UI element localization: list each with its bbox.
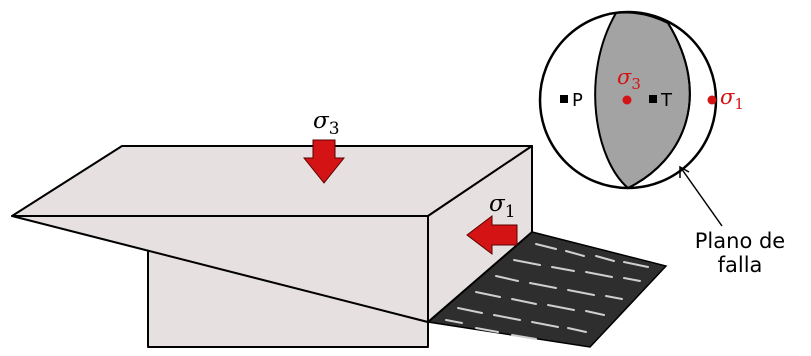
- fault-plane-callout: Plano de falla: [679, 165, 785, 277]
- sigma1-arrow: σ1: [466, 191, 518, 256]
- beachball-sigma3-label: σ3: [617, 65, 641, 93]
- ground-surface: [426, 231, 668, 348]
- fault-plane-arc: [627, 22, 691, 189]
- sigma3-symbol: σ: [313, 108, 330, 134]
- sigma3-down-arrow: [302, 139, 346, 184]
- upper-block: [11, 145, 533, 323]
- leader-arrowhead: [679, 165, 690, 178]
- t-axis-label: T: [660, 90, 673, 111]
- beachball-sigma1-label: σ1: [720, 85, 744, 113]
- sigma3-point: [622, 95, 632, 105]
- sigma1-label: σ1: [489, 191, 516, 222]
- fault-plane-label-line2: falla: [718, 253, 763, 277]
- sigma1-left-arrow: [466, 214, 518, 256]
- sigma3-subscript: 3: [329, 119, 340, 139]
- beachball: P σ3 T σ1: [538, 10, 744, 190]
- ground-streaks: [445, 243, 649, 340]
- sigma3-arrow: σ3: [302, 108, 346, 184]
- fault-plane-label-line1: Plano de: [695, 229, 785, 253]
- beachball-sigma3-symbol: σ: [617, 65, 632, 89]
- leader-line: [680, 167, 723, 227]
- beachball-sigma1-subscript: 1: [734, 95, 744, 113]
- sigma3-label: σ3: [313, 108, 340, 139]
- sigma1-symbol: σ: [489, 191, 506, 217]
- p-axis-label: P: [572, 90, 583, 111]
- p-axis-marker: [560, 95, 568, 103]
- t-axis-marker: [649, 95, 657, 103]
- beachball-sigma3-subscript: 3: [631, 75, 641, 93]
- sigma1-subscript: 1: [505, 202, 516, 222]
- beachball-sigma1-symbol: σ: [720, 85, 735, 109]
- sigma1-point: [707, 95, 717, 105]
